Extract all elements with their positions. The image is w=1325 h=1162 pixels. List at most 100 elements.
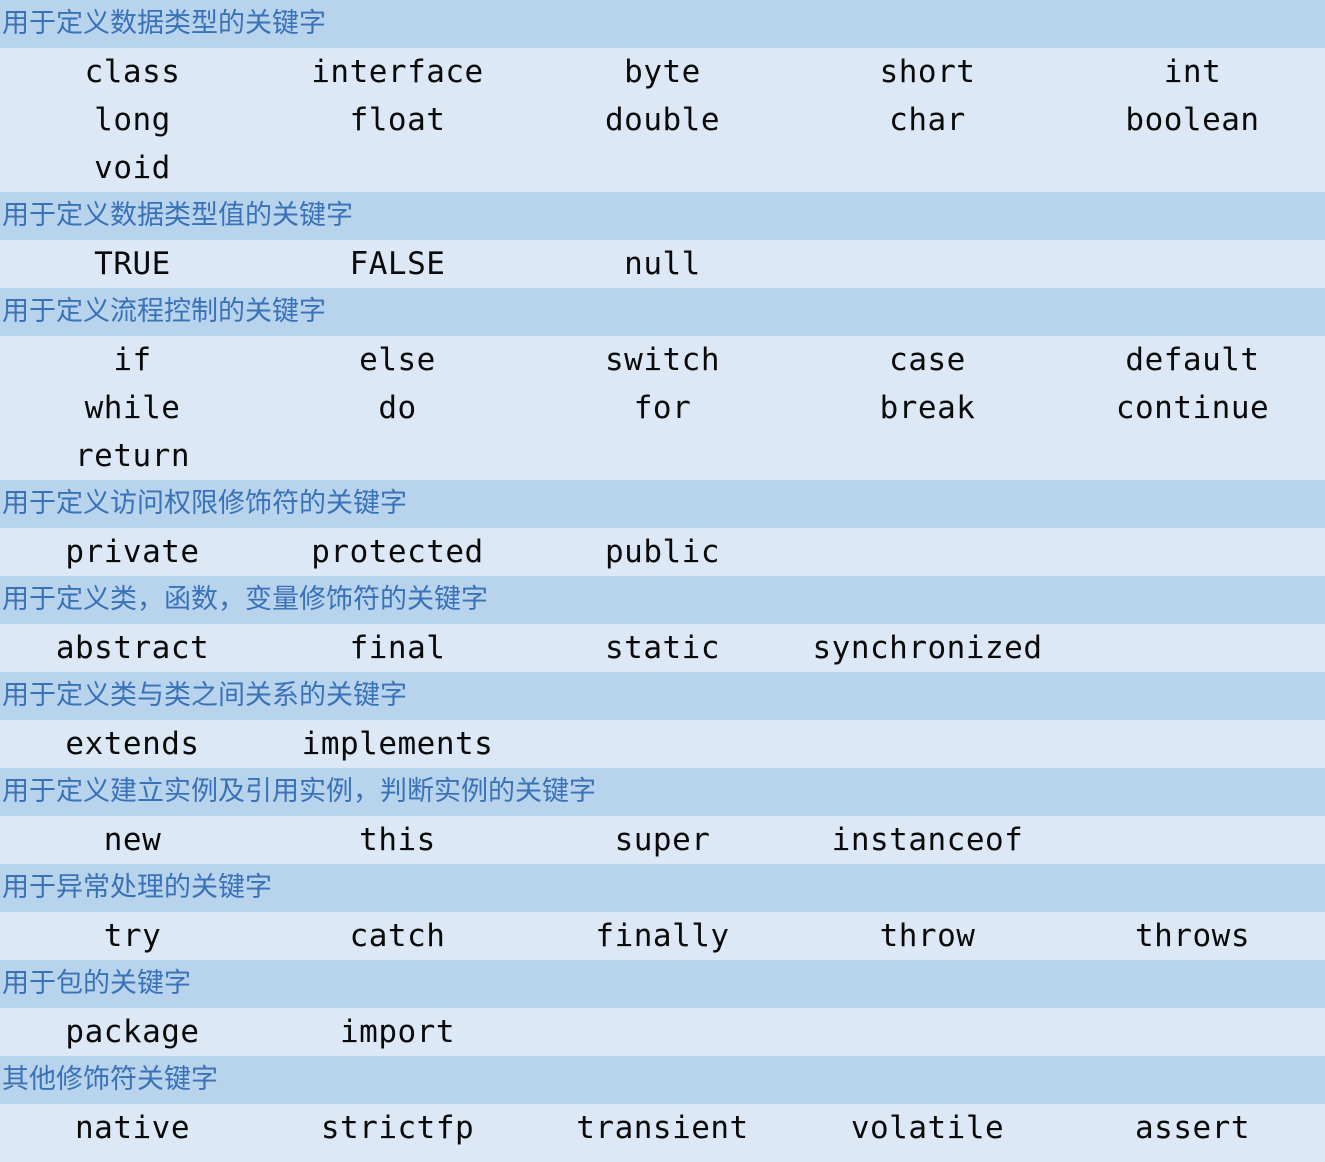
keyword-cell-empty <box>530 1008 795 1056</box>
keyword-cell: break <box>879 390 976 426</box>
section-header: 用于定义数据类型值的关键字 <box>0 192 1325 240</box>
keyword-cell: short <box>879 54 976 90</box>
keyword-cell: class <box>84 54 181 90</box>
keyword-cell: transient <box>576 1110 749 1146</box>
keyword-row: while do for break continue <box>0 384 1325 432</box>
keyword-cell: byte <box>624 54 701 90</box>
keyword-cell: boolean <box>1125 102 1260 138</box>
keyword-cell: this <box>359 822 436 858</box>
keyword-cell-empty <box>530 720 795 768</box>
keyword-row: native strictfp transient volatile assert <box>0 1104 1325 1152</box>
keyword-cell: import <box>340 1014 455 1050</box>
keyword-cell: continue <box>1115 390 1270 426</box>
keyword-cell: finally <box>595 918 730 954</box>
keyword-cell: switch <box>605 342 720 378</box>
keyword-cell-empty <box>265 144 530 192</box>
keyword-cell: else <box>359 342 436 378</box>
keyword-cell: null <box>624 246 701 282</box>
keyword-section: 其他修饰符关键字 native strictfp transient volatile a… <box>0 1056 1325 1152</box>
keyword-cell: case <box>889 342 966 378</box>
keyword-cell: for <box>633 390 692 426</box>
keyword-cell: static <box>605 630 720 666</box>
keyword-cell: public <box>605 534 720 570</box>
keyword-cell-empty <box>530 144 795 192</box>
section-header: 用于定义类与类之间关系的关键字 <box>0 672 1325 720</box>
section-rows: new this super instanceof <box>0 816 1325 864</box>
keyword-cell: throw <box>879 918 976 954</box>
section-rows: package import <box>0 1008 1325 1056</box>
keyword-cell: package <box>65 1014 200 1050</box>
keyword-section: 用于定义类，函数，变量修饰符的关键字 abstract final static syn… <box>0 576 1325 672</box>
keyword-cell: instanceof <box>831 822 1024 858</box>
keyword-section: 用于定义数据类型值的关键字 TRUE FALSE null <box>0 192 1325 288</box>
keyword-cell: void <box>94 150 171 186</box>
keyword-cell: float <box>349 102 446 138</box>
keyword-cell: synchronized <box>812 630 1043 666</box>
keyword-row: package import <box>0 1008 1325 1056</box>
keyword-cell: catch <box>349 918 446 954</box>
keyword-cell-empty <box>1060 720 1325 768</box>
keyword-cell-empty <box>1060 624 1325 672</box>
section-header: 用于异常处理的关键字 <box>0 864 1325 912</box>
keyword-cell: native <box>75 1110 190 1146</box>
keyword-cell: new <box>103 822 162 858</box>
keyword-cell: interface <box>311 54 484 90</box>
keyword-cell: final <box>349 630 446 666</box>
keyword-cell-empty <box>1060 528 1325 576</box>
keyword-cell-empty <box>795 720 1060 768</box>
keyword-cell-empty <box>795 1008 1060 1056</box>
keyword-cell: FALSE <box>349 246 446 282</box>
keyword-cell: return <box>75 438 190 474</box>
keyword-cell-empty <box>795 528 1060 576</box>
keyword-cell: if <box>113 342 152 378</box>
keyword-cell-empty <box>530 432 795 480</box>
keyword-cell: assert <box>1135 1110 1250 1146</box>
keyword-row: new this super instanceof <box>0 816 1325 864</box>
section-header: 用于定义建立实例及引用实例，判断实例的关键字 <box>0 768 1325 816</box>
section-header: 其他修饰符关键字 <box>0 1056 1325 1104</box>
section-rows: abstract final static synchronized <box>0 624 1325 672</box>
section-header: 用于定义类，函数，变量修饰符的关键字 <box>0 576 1325 624</box>
keyword-cell: double <box>605 102 720 138</box>
keyword-cell-empty <box>265 432 530 480</box>
keyword-row: abstract final static synchronized <box>0 624 1325 672</box>
keyword-cell-empty <box>795 240 1060 288</box>
keyword-cell: do <box>378 390 417 426</box>
keyword-cell-empty <box>1060 816 1325 864</box>
keyword-cell: volatile <box>850 1110 1005 1146</box>
keyword-cell: super <box>614 822 711 858</box>
keyword-cell: while <box>84 390 181 426</box>
keyword-row: return <box>0 432 1325 480</box>
section-rows: native strictfp transient volatile assert <box>0 1104 1325 1152</box>
keyword-cell: TRUE <box>94 246 171 282</box>
keyword-cell-empty <box>1060 1008 1325 1056</box>
keyword-cell-empty <box>1060 432 1325 480</box>
section-rows: TRUE FALSE null <box>0 240 1325 288</box>
keyword-row: TRUE FALSE null <box>0 240 1325 288</box>
keyword-cell: abstract <box>55 630 210 666</box>
keyword-cell: strictfp <box>320 1110 475 1146</box>
keyword-section: 用于定义建立实例及引用实例，判断实例的关键字 new this super instan… <box>0 768 1325 864</box>
keyword-cell-empty <box>795 144 1060 192</box>
keyword-cell: char <box>889 102 966 138</box>
keyword-cell-empty <box>795 432 1060 480</box>
section-header: 用于定义流程控制的关键字 <box>0 288 1325 336</box>
section-header: 用于定义数据类型的关键字 <box>0 0 1325 48</box>
